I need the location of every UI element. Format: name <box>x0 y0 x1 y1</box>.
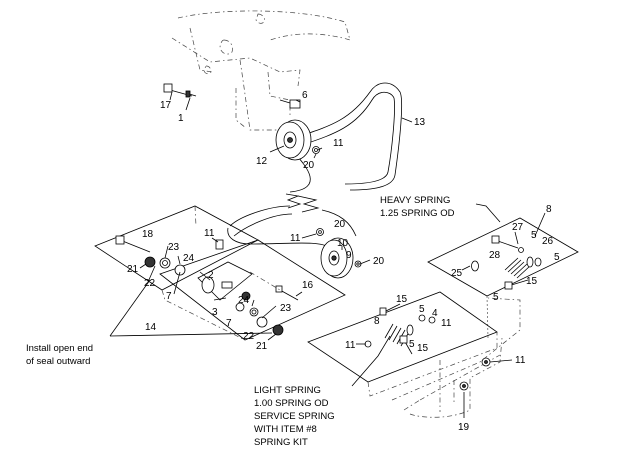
callout-7: 7 <box>166 291 172 302</box>
callout-15c: 15 <box>417 343 429 354</box>
heavy-spring-plate <box>427 217 579 339</box>
callout-11e: 11 <box>345 340 356 351</box>
callout-10: 10 <box>337 238 349 249</box>
callout-5b: 5 <box>554 252 560 263</box>
callout-11: 11 <box>333 138 344 149</box>
note-heavy-line1: HEAVY SPRING <box>380 195 450 206</box>
callout-28: 28 <box>489 250 501 261</box>
callout-9: 9 <box>346 250 352 261</box>
notes: Install open end of seal outward HEAVY S… <box>26 195 455 448</box>
callout-20b: 20 <box>334 219 346 230</box>
note-heavy-line2: 1.25 SPRING OD <box>380 208 455 219</box>
note-light-line2: 1.00 SPRING OD <box>254 398 329 409</box>
callout-20c: 20 <box>373 256 385 267</box>
callout-5a: 5 <box>531 230 537 241</box>
note-light-line1: LIGHT SPRING <box>254 385 321 396</box>
note-light-line4: WITH ITEM #8 <box>254 424 317 435</box>
callout-23b: 23 <box>280 303 292 314</box>
note-install-line1: Install open end <box>26 343 93 354</box>
callout-22: 22 <box>144 278 156 289</box>
leader-lines <box>109 91 546 418</box>
note-light-line5: SPRING KIT <box>254 437 308 448</box>
lower-frame <box>391 297 521 418</box>
callout-numbers: 17 1 6 13 11 12 20 18 23 24 21 22 7 2 3 … <box>127 90 560 433</box>
upper-frame <box>171 10 351 131</box>
note-light-line3: SERVICE SPRING <box>254 411 335 422</box>
callout-11c: 11 <box>290 233 301 244</box>
callout-21b: 21 <box>256 341 268 352</box>
callout-21: 21 <box>127 264 139 275</box>
callout-23: 23 <box>168 242 180 253</box>
callout-14: 14 <box>145 322 157 333</box>
callout-24: 24 <box>183 253 195 264</box>
pivot-assembly <box>94 205 346 341</box>
callout-19: 19 <box>458 422 470 433</box>
callout-25: 25 <box>451 268 463 279</box>
callout-2: 2 <box>208 270 214 281</box>
belt <box>227 82 403 249</box>
callout-16: 16 <box>302 280 314 291</box>
light-spring-plate <box>307 291 498 397</box>
callout-11d: 11 <box>441 318 452 329</box>
callout-3: 3 <box>212 307 218 318</box>
callout-22b: 22 <box>243 331 255 342</box>
callout-6: 6 <box>302 90 308 101</box>
callout-15b: 15 <box>396 294 408 305</box>
callout-24b: 24 <box>238 295 250 306</box>
callout-8: 8 <box>546 204 552 215</box>
callout-4: 4 <box>432 308 438 319</box>
callout-5d: 5 <box>419 304 425 315</box>
callout-5c: 5 <box>493 292 499 303</box>
callout-18: 18 <box>142 229 154 240</box>
callout-15a: 15 <box>526 276 538 287</box>
callout-7b: 7 <box>226 318 232 329</box>
callout-13: 13 <box>414 117 426 128</box>
callout-11b: 11 <box>204 228 215 239</box>
callout-20: 20 <box>303 160 315 171</box>
callout-17: 17 <box>160 100 172 111</box>
callout-1: 1 <box>178 113 184 124</box>
callout-26: 26 <box>542 236 554 247</box>
idler-pulley-upper <box>163 83 320 161</box>
callout-5e: 5 <box>409 339 415 350</box>
callout-27: 27 <box>512 222 524 233</box>
callout-11f: 11 <box>515 355 526 366</box>
idler-pulley-lower <box>215 228 362 279</box>
note-install-line2: of seal outward <box>26 356 90 367</box>
callout-12: 12 <box>256 156 268 167</box>
callout-8b: 8 <box>374 316 380 327</box>
